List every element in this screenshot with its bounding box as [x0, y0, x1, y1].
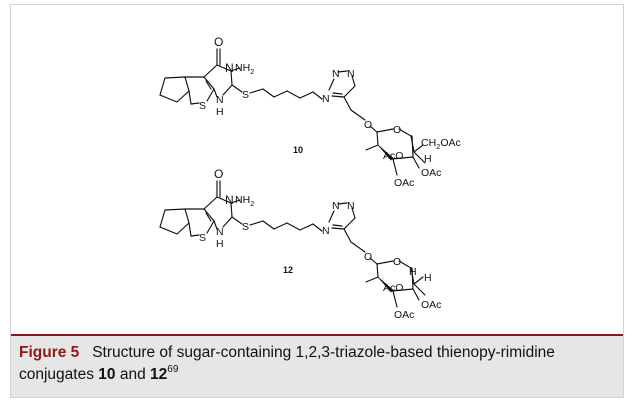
atom-O-carbonyl-12: O — [214, 167, 223, 181]
atom-NH2-12: NH2 — [235, 194, 254, 208]
figure-frame: O N NH2 S N H S N N N O O CH2OAc H AcO O… — [10, 4, 624, 398]
atom-N1-triazole-12: N — [322, 225, 330, 237]
atom-H-sugar-10: H — [424, 153, 432, 165]
atom-O-carbonyl-10: O — [214, 35, 223, 49]
atom-H-sugar-12b: H — [424, 272, 432, 284]
atom-N3-triazole-10: N — [347, 68, 355, 80]
atom-OAc-right-12: OAc — [421, 299, 441, 311]
structure-12 — [159, 180, 426, 308]
atom-H-ring-10: H — [216, 106, 224, 118]
atom-N1-triazole-10: N — [322, 93, 330, 105]
caption-and: and — [119, 366, 146, 383]
atom-OAc-right-10: OAc — [421, 167, 441, 179]
atom-H-ring-12: H — [216, 238, 224, 250]
atom-S-thiophene-12: S — [199, 232, 206, 244]
atom-CH2OAc-10: CH2OAc — [421, 137, 461, 151]
atom-S-chain-10: S — [242, 89, 249, 101]
structure-10 — [159, 48, 426, 176]
atom-N3-triazole-12: N — [347, 200, 355, 212]
structure-drawing: O N NH2 S N H S N N N O O CH2OAc H AcO O… — [159, 35, 461, 321]
caption-compound-1: 10 — [98, 366, 116, 383]
chemical-structures: O N NH2 S N H S N N N O O CH2OAc H AcO O… — [11, 5, 623, 333]
compound-label-10: 10 — [293, 145, 303, 155]
compound-label-12: 12 — [283, 265, 293, 275]
caption-compound-2: 12 — [150, 366, 168, 383]
caption-text: Structure of sugar-containing 1,2,3-tria… — [19, 344, 555, 383]
atom-N-ring-10: N — [216, 94, 224, 106]
atom-AcO-12: AcO — [383, 282, 403, 294]
atom-AcO-10: AcO — [383, 150, 403, 162]
atom-N2-triazole-10: N — [332, 68, 340, 80]
atom-O-ring-10: O — [393, 124, 401, 136]
atom-OAc-bottom-12: OAc — [394, 309, 414, 321]
atom-NH2-10: NH2 — [235, 62, 254, 76]
atom-S-thiophene-10: S — [199, 100, 206, 112]
atom-O-ring-12: O — [393, 256, 401, 268]
atom-N-ring-12: N — [216, 226, 224, 238]
figure-label: Figure 5 — [19, 344, 80, 361]
atom-O-linker-12: O — [364, 251, 372, 263]
atom-OAc-bottom-10: OAc — [394, 177, 414, 189]
atom-S-chain-12: S — [242, 221, 249, 233]
atom-H-sugar-12a: H — [409, 266, 417, 278]
atom-O-linker-10: O — [364, 119, 372, 131]
caption-reference: 69 — [167, 363, 179, 375]
atom-N-12: N — [225, 193, 234, 207]
figure-caption: Figure 5 Structure of sugar-containing 1… — [11, 334, 623, 397]
atom-N-10: N — [225, 61, 234, 75]
atom-N2-triazole-12: N — [332, 200, 340, 212]
